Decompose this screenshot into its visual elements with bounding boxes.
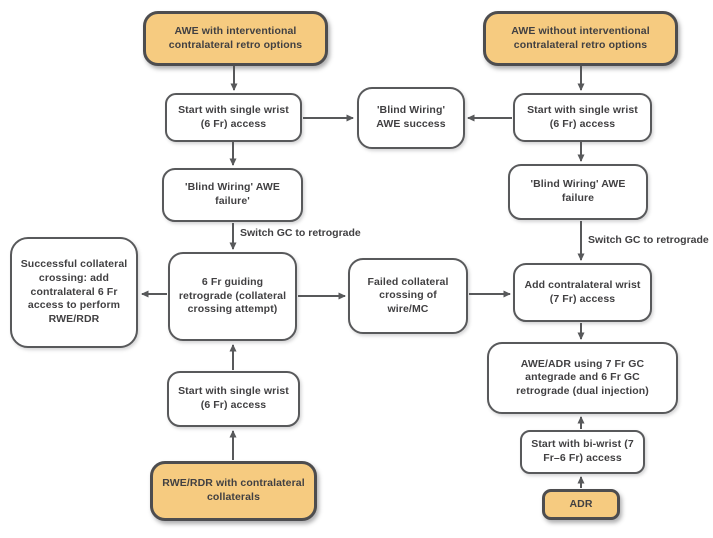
node-start-bi-wrist: Start with bi-wrist (7 Fr–6 Fr) access: [520, 430, 645, 474]
node-rwe-rdr-contralateral-collaterals: RWE/RDR with contralateral collaterals: [150, 461, 317, 521]
node-label: 'Blind Wiring' AWE success: [376, 104, 446, 130]
node-blind-wiring-awe-failure-right: 'Blind Wiring' AWE failure: [508, 164, 648, 220]
node-label: 'Blind Wiring' AWE failure': [185, 181, 280, 207]
node-label: 'Blind Wiring' AWE failure: [530, 178, 626, 204]
node-start-single-wrist-bottom: Start with single wrist (6 Fr) access: [167, 371, 300, 427]
node-label: RWE/RDR with contralateral collaterals: [162, 477, 305, 503]
node-6fr-guiding-retrograde: 6 Fr guiding retrograde (collateral cros…: [168, 252, 297, 341]
edge-label-switch-gc-right: Switch GC to retrograde: [588, 234, 709, 246]
node-awe-without-interventional: AWE without interventional contralateral…: [483, 11, 678, 66]
node-add-contralateral-wrist: Add contralateral wrist (7 Fr) access: [513, 263, 652, 322]
node-label: AWE/ADR using 7 Fr GC antegrade and 6 Fr…: [516, 357, 649, 397]
node-awe-with-interventional: AWE with interventional contralateral re…: [143, 11, 328, 66]
node-start-single-wrist-left: Start with single wrist (6 Fr) access: [165, 93, 302, 142]
node-start-single-wrist-right: Start with single wrist (6 Fr) access: [513, 93, 652, 142]
node-label: Failed collateral crossing of wire/MC: [367, 275, 449, 315]
node-failed-collateral-crossing: Failed collateral crossing of wire/MC: [348, 258, 468, 334]
node-label: Successful collateral crossing: add cont…: [20, 258, 128, 325]
node-blind-wiring-awe-failure-left: 'Blind Wiring' AWE failure': [162, 168, 303, 222]
node-label: AWE without interventional contralateral…: [511, 24, 650, 51]
node-label: Start with bi-wrist (7 Fr–6 Fr) access: [531, 438, 634, 464]
node-label: ADR: [569, 497, 593, 510]
node-label: AWE with interventional contralateral re…: [168, 24, 303, 51]
node-label: Add contralateral wrist (7 Fr) access: [524, 278, 641, 305]
edge-label-switch-gc-left: Switch GC to retrograde: [240, 227, 361, 239]
node-successful-collateral-crossing: Successful collateral crossing: add cont…: [10, 237, 138, 348]
node-label: Start with single wrist (6 Fr) access: [527, 103, 638, 130]
node-awe-adr-dual-injection: AWE/ADR using 7 Fr GC antegrade and 6 Fr…: [487, 342, 678, 414]
node-blind-wiring-awe-success: 'Blind Wiring' AWE success: [357, 87, 465, 149]
node-label: Start with single wrist (6 Fr) access: [178, 103, 289, 130]
node-label: 6 Fr guiding retrograde (collateral cros…: [178, 276, 287, 316]
node-label: Start with single wrist (6 Fr) access: [178, 385, 289, 411]
node-adr: ADR: [542, 489, 620, 520]
